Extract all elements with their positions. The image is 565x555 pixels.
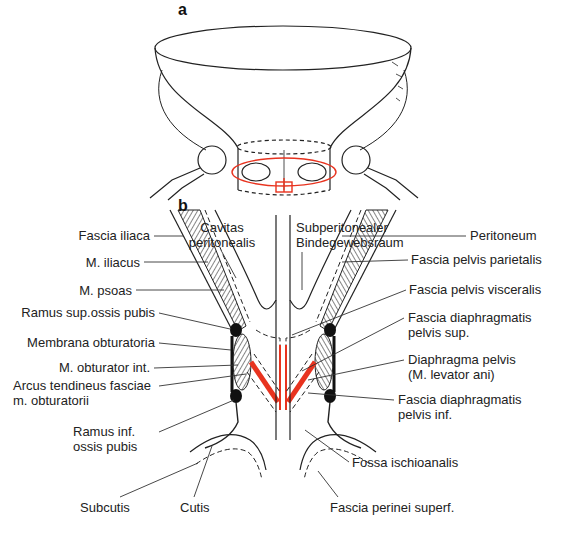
part-label: M. iliacus: [86, 255, 140, 270]
red-highlight: [232, 158, 336, 192]
part-label: Fascia diaphragmatis pelvis sup.: [408, 310, 540, 340]
part-label: Peritoneum: [470, 228, 536, 243]
part-label: M. obturator int.: [59, 360, 150, 375]
pelvis-overview: [150, 26, 418, 200]
part-letter: a: [178, 2, 187, 17]
space-label: Cavitas peritonealis: [172, 220, 272, 250]
pelvis-section-half: [170, 210, 280, 480]
part-label: Arcus tendineus fasciae m. obturatorii: [13, 378, 155, 408]
part-label: Fascia perinei superf.: [330, 500, 454, 515]
part-label: Fascia iliaca: [78, 228, 150, 243]
pelvis-section-mirror: [286, 210, 396, 480]
part-label: Membrana obturatoria: [27, 335, 155, 350]
part-letter: b: [178, 198, 188, 213]
part-label: Cutis: [180, 500, 210, 515]
part-label: Fascia pelvis parietalis: [411, 252, 561, 267]
part-label: M. psoas: [79, 283, 132, 298]
part-label: Subcutis: [80, 500, 130, 515]
part-label: Ramus sup.ossis pubis: [21, 305, 155, 320]
part-label: Fascia diaphragmatis pelvis inf.: [398, 392, 530, 422]
space-label: Subperitonealer Bindegewebsraum: [296, 220, 414, 250]
part-label: Ramus inf. ossis pubis: [73, 424, 155, 454]
part-label: Diaphragma pelvis (M. levator ani): [408, 352, 536, 382]
part-label: Fascia pelvis visceralis: [409, 282, 561, 297]
space-label: Fossa ischioanalis: [352, 455, 458, 470]
